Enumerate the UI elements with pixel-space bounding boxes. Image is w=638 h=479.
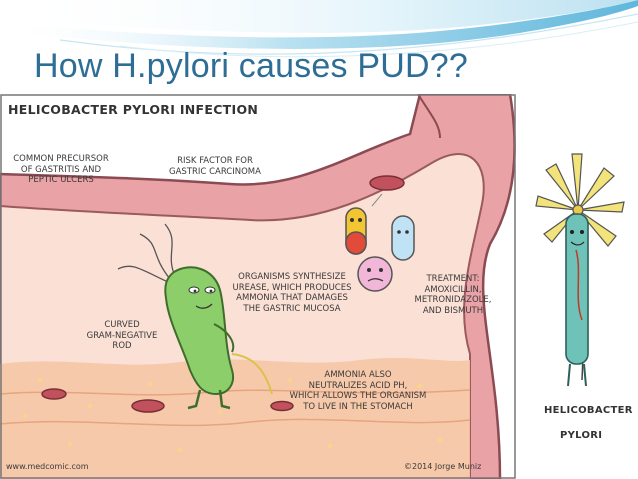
urease-caption: ORGANISMS SYNTHESIZE UREASE, WHICH PRODU…: [232, 272, 352, 314]
copyright-credit: ©2014 Jorge Muniz: [404, 462, 482, 471]
ulcer-crater: [369, 175, 405, 191]
curved-rod-caption: CURVED GRAM-NEGATIVE ROD: [86, 320, 158, 352]
treatment-caption: TREATMENT: AMOXICILLIN, METRONIDAZOLE, A…: [414, 274, 492, 316]
header-swoosh-decoration: [0, 0, 638, 58]
ulcer-crater: [41, 388, 67, 400]
ulcer-crater: [270, 400, 294, 412]
side-cartoon: HELICOBACTER PYLORI: [516, 150, 638, 479]
ammonia-caption: AMMONIA ALSO NEUTRALIZES ACID PH, WHICH …: [289, 370, 427, 412]
pill-metronidazole: [391, 215, 415, 261]
side-label-line1: HELICOBACTER: [544, 405, 633, 416]
comic-illustration: HELICOBACTER PYLORI INFECTION COMMON PRE…: [0, 94, 516, 479]
bacterium-character: [164, 266, 234, 396]
slide-title: How H.pylori causes PUD??: [34, 47, 468, 85]
side-label-line2: PYLORI: [560, 430, 603, 441]
risk-caption: RISK FACTOR FOR GASTRIC CARCINOMA: [169, 156, 261, 177]
ulcer-crater: [131, 399, 165, 413]
website-credit: www.medcomic.com: [6, 462, 89, 471]
precursor-caption: COMMON PRECURSOR OF GASTRITIS AND PEPTIC…: [13, 154, 109, 186]
pill-amoxicillin: [345, 207, 367, 255]
infection-heading: HELICOBACTER PYLORI INFECTION: [8, 102, 259, 117]
stomach-illustration: [0, 94, 516, 479]
pill-bismuth: [357, 256, 393, 292]
propeller-bacterium-illustration: [535, 153, 625, 387]
side-bacterium-body: [565, 213, 589, 365]
